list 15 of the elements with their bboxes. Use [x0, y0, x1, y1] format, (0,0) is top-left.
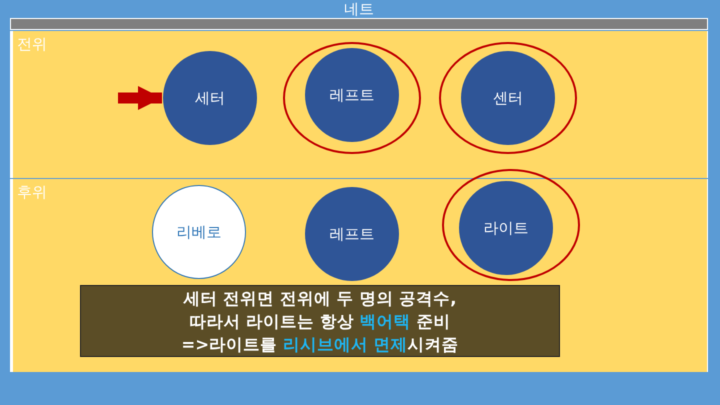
note-text: 따라서 라이트는 항상 백어택 준비 — [190, 310, 450, 332]
note-text: 세터 전위면 전위에 두 명의 공격수, — [184, 288, 456, 310]
note-text: =>라이트를 리시브에서 면제시켜줌 — [181, 334, 459, 356]
zone-label: 후위 — [17, 183, 47, 202]
player-circle: 센터 — [461, 51, 555, 145]
note-box — [80, 285, 560, 357]
player-circle: 리베로 — [152, 185, 246, 279]
player-circle: 라이트 — [459, 181, 553, 275]
arrow — [118, 86, 162, 110]
court-zone — [10, 31, 708, 178]
player-circle: 레프트 — [305, 187, 399, 281]
player-circle: 레프트 — [305, 48, 399, 142]
net-label: 네트 — [343, 0, 375, 19]
zone-label: 전위 — [17, 35, 47, 54]
player-circle: 세터 — [163, 51, 257, 145]
